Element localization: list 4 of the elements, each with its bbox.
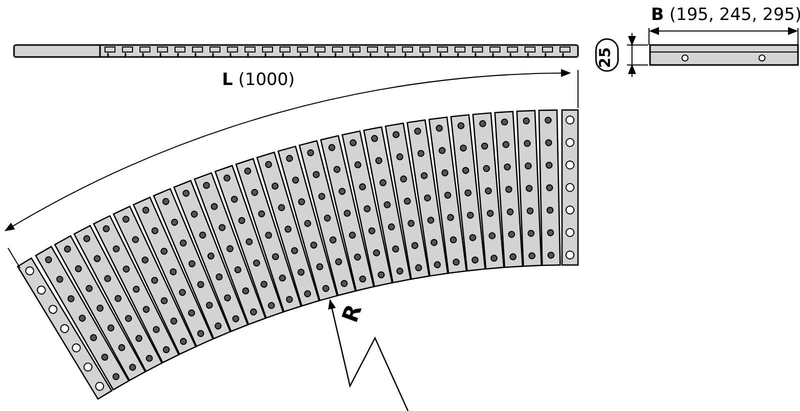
dimension-label: B (195, 245, 295): [651, 7, 800, 24]
dimension-label: R: [340, 302, 366, 326]
dimension-label: L (1000): [222, 72, 295, 89]
dimension-label: 25: [598, 47, 613, 68]
